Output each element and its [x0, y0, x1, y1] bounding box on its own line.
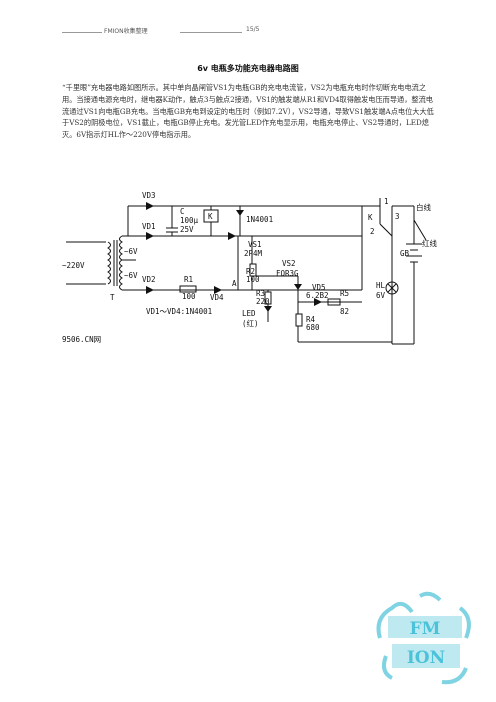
label-hl: HL — [376, 281, 386, 290]
label-r3-value: 220 — [256, 297, 270, 306]
label-c: C — [180, 207, 185, 216]
label-source: 9506.CN网 — [62, 335, 101, 344]
label-contact-1: 1 — [384, 197, 389, 206]
label-vd-note: VD1～VD4:1N4001 — [146, 307, 212, 316]
label-white-wire: 白线 — [416, 202, 431, 212]
label-vs2-part: FOR3G — [276, 269, 299, 278]
document-body: “千里眼”充电器电路如图所示。其中单向晶闸管VS1为电瓶GB的充电电流管，VS2… — [62, 82, 434, 141]
label-d-part: 1N4001 — [246, 215, 273, 224]
watermark-line2: ION — [407, 648, 445, 668]
label-r1: R1 — [184, 275, 193, 284]
label-secondary-1: ~6V — [124, 247, 138, 256]
label-contact-2: 2 — [370, 227, 375, 236]
label-contact-3: 3 — [395, 212, 400, 221]
label-r4-value: 680 — [306, 323, 320, 332]
circuit-diagram: VD3 VD1 VD2 C 100μ 25V K 1N4001 VS1 2P4M… — [62, 191, 437, 345]
label-vd5: VD5 — [312, 283, 326, 292]
label-vd5-value: 6.2B2 — [306, 291, 329, 300]
label-vd4: VD4 — [210, 293, 224, 302]
label-c-value1: 100μ — [180, 216, 199, 225]
watermark-line1: FM — [410, 619, 441, 639]
body-paragraph: “千里眼”充电器电路如图所示。其中单向晶闸管VS1为电瓶GB的充电电流管，VS2… — [62, 83, 434, 140]
header-page-number: 15/5 — [246, 26, 260, 33]
label-relay-k: K — [368, 213, 373, 222]
header-rule-right — [180, 32, 242, 33]
label-vd3: VD3 — [142, 191, 156, 200]
label-led: LED — [242, 309, 256, 318]
label-r1-value: 100 — [182, 292, 196, 301]
page-header: FMION收集整理 15/5 — [62, 26, 434, 40]
label-vd2: VD2 — [142, 275, 156, 284]
label-r5: R5 — [340, 289, 349, 298]
label-vs2: VS2 — [282, 259, 296, 268]
label-r4: R4 — [306, 315, 316, 324]
header-label: FMION收集整理 — [104, 28, 148, 35]
label-vs1-part: 2P4M — [244, 249, 263, 258]
label-r5-value: 82 — [340, 307, 349, 316]
label-r3: R3 — [256, 289, 265, 298]
fmion-watermark-logo: FM ION — [376, 591, 471, 685]
header-rule-left — [62, 32, 102, 33]
label-c-value2: 25V — [180, 225, 194, 234]
document-title: 6v 电瓶多功能充电器电路图 — [197, 64, 299, 73]
label-hl-value: 6V — [376, 291, 386, 300]
label-secondary-2: ~6V — [124, 271, 138, 280]
label-red-wire: 红线 — [422, 238, 437, 248]
label-transformer: T — [110, 293, 115, 302]
label-mains: ~220V — [62, 261, 85, 270]
label-led-color: (红) — [242, 318, 259, 328]
label-node-a: A — [232, 279, 237, 288]
label-vd1: VD1 — [142, 222, 156, 231]
label-vs1: VS1 — [248, 240, 262, 249]
label-relay-coil: K — [208, 212, 213, 221]
label-r2: R2 — [246, 267, 255, 276]
label-gb: GB — [400, 249, 410, 258]
label-r2-value: 100 — [246, 275, 260, 284]
